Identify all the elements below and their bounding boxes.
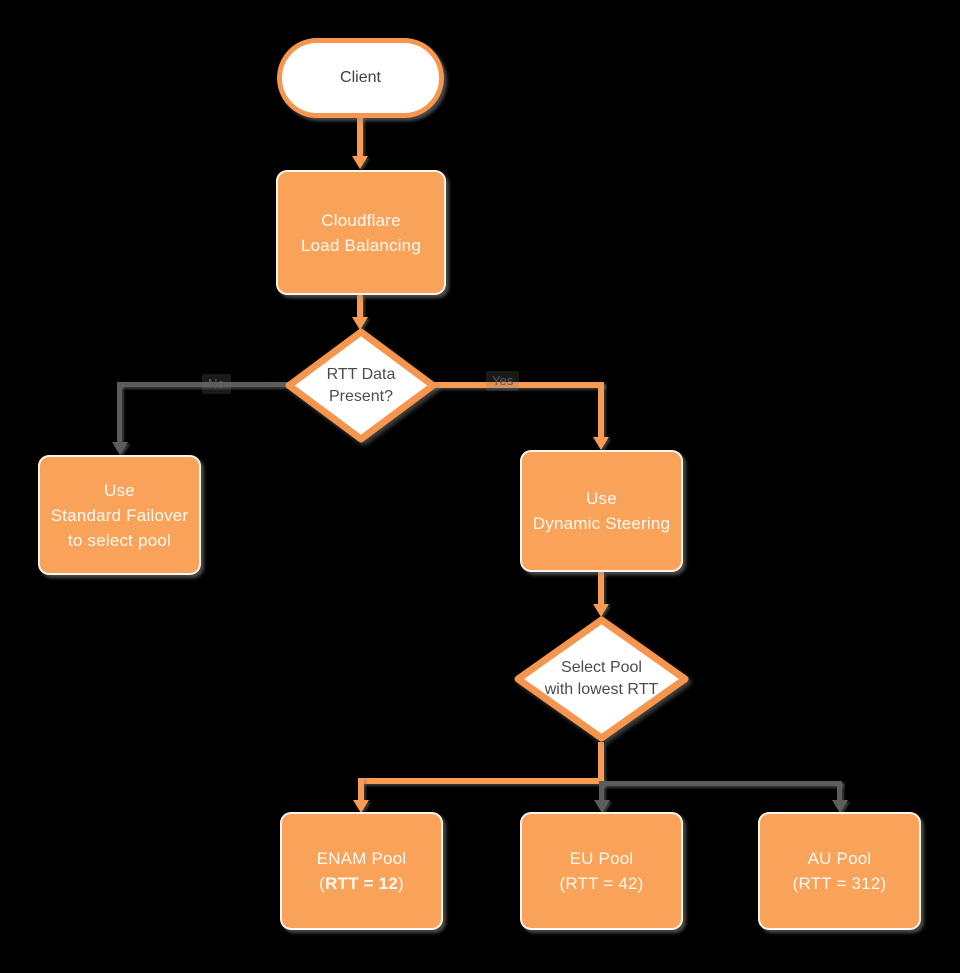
connector-to-eu-vertical — [599, 781, 604, 802]
load-balancer-line1: Cloudflare — [321, 210, 401, 230]
arrowhead-into-standard-failover — [112, 442, 128, 455]
decision-rtt-data-present: RTT Data Present? — [285, 328, 437, 443]
enam-pool-rtt: (RTT = 12) — [319, 874, 404, 893]
connector-client-to-loadbalancer — [357, 116, 363, 158]
connector-loadbalancer-to-rtt-decision — [357, 295, 363, 319]
au-pool-rtt: (RTT = 312) — [792, 874, 887, 893]
dynamic-steering-line2: Dynamic Steering — [532, 514, 671, 533]
arrowhead-into-dynamic-steering — [593, 437, 609, 450]
connector-no-branch-vertical — [117, 382, 122, 443]
edge-label-yes: Yes — [486, 371, 520, 391]
connector-no-branch-horizontal — [119, 382, 291, 387]
arrowhead-into-pool-decision — [593, 604, 609, 617]
node-pool-au: AU Pool (RTT = 312) — [758, 812, 921, 930]
standard-failover-line3: to select pool — [68, 530, 171, 550]
enam-pool-name: ENAM Pool — [316, 849, 407, 868]
pool-decision-line1: Select Pool — [561, 659, 642, 676]
eu-pool-name: EU Pool — [569, 849, 634, 868]
arrowhead-into-eu-pool — [594, 800, 610, 813]
client-label: Client — [340, 69, 381, 86]
eu-pool-rtt: (RTT = 42) — [559, 874, 644, 893]
rtt-decision-line2: Present? — [328, 387, 394, 405]
arrowhead-into-au-pool — [832, 800, 848, 813]
arrowhead-into-rtt-decision — [352, 317, 368, 330]
connector-to-enam-horizontal — [358, 778, 604, 784]
pool-decision-line2: with lowest RTT — [544, 681, 659, 698]
standard-failover-line1: Use — [104, 480, 135, 500]
load-balancer-line2: Load Balancing — [300, 235, 421, 255]
diamond-shape — [514, 616, 689, 742]
node-standard-failover: Use Standard Failover to select pool — [38, 455, 201, 575]
connector-pool-decision-stem — [598, 742, 604, 784]
node-pool-eu: EU Pool (RTT = 42) — [520, 812, 683, 930]
edge-label-no: No — [202, 374, 231, 394]
connector-steering-to-pool-decision — [598, 572, 604, 606]
node-pool-enam: ENAM Pool (RTT = 12) — [280, 812, 443, 930]
connector-to-au-horizontal — [601, 781, 842, 786]
node-dynamic-steering: Use Dynamic Steering — [520, 450, 683, 572]
arrowhead-into-enam-pool — [353, 800, 369, 813]
connector-yes-branch-horizontal — [430, 382, 604, 388]
rtt-decision-line1: RTT Data — [326, 365, 396, 383]
node-client: Client — [277, 38, 444, 118]
standard-failover-line2: Standard Failover — [50, 505, 189, 525]
node-load-balancer: Cloudflare Load Balancing — [276, 170, 446, 295]
diamond-shape — [285, 328, 437, 443]
connector-to-au-vertical — [837, 781, 842, 802]
connector-yes-branch-vertical — [598, 382, 604, 438]
decision-select-pool: Select Pool with lowest RTT — [514, 616, 689, 742]
au-pool-name: AU Pool — [807, 849, 872, 868]
arrowhead-into-loadbalancer — [352, 156, 368, 169]
dynamic-steering-line1: Use — [586, 489, 617, 508]
connector-to-enam-vertical — [358, 778, 364, 802]
